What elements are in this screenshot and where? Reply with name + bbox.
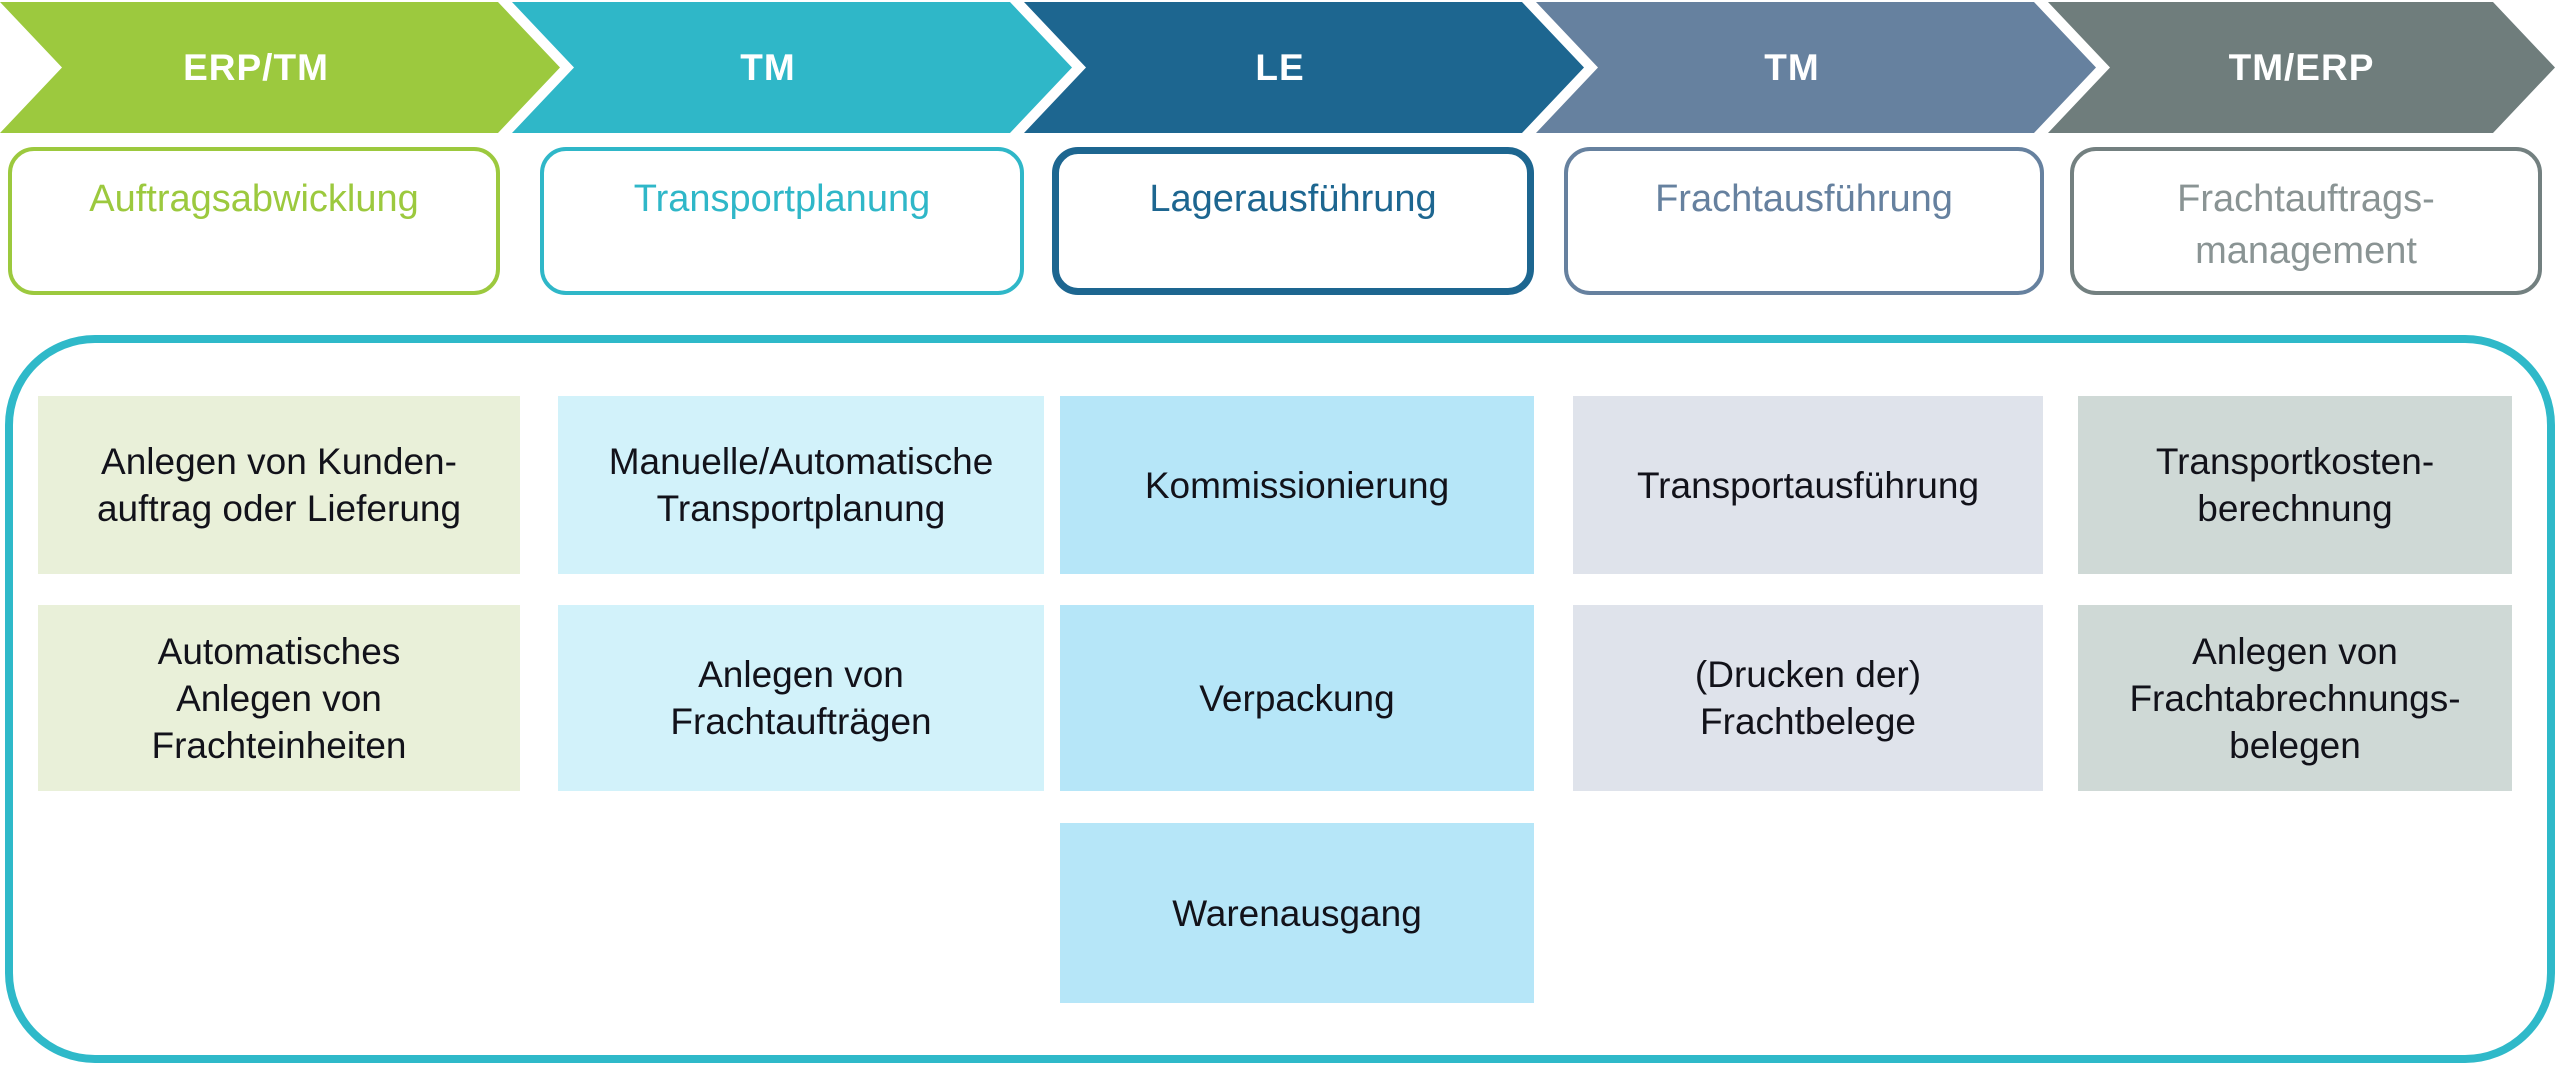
phase-box-auftragsabwicklung: Auftragsabwicklung: [8, 147, 500, 295]
chevron-stage-4-tm: TM: [1536, 2, 2096, 133]
task-box: Transportkosten- berechnung: [2078, 396, 2512, 574]
task-box: (Drucken der) Frachtbelege: [1573, 605, 2043, 791]
phase-box-frachtausfuehrung: Frachtausführung: [1564, 147, 2044, 295]
chevron-label: LE: [1255, 46, 1305, 88]
chevron-stage-1-erp-tm: ERP/TM: [0, 2, 560, 133]
task-box: Automatisches Anlegen von Frachteinheite…: [38, 605, 520, 791]
task-box: Anlegen von Frachtaufträgen: [558, 605, 1044, 791]
chevron-label: TM: [740, 46, 796, 88]
task-panel-border: [5, 335, 2555, 1063]
task-box: Manuelle/Automatische Transportplanung: [558, 396, 1044, 574]
task-box: Anlegen von Kunden- auftrag oder Lieferu…: [38, 396, 520, 574]
phase-box-transportplanung: Transportplanung: [540, 147, 1024, 295]
chevron-stage-3-le: LE: [1024, 2, 1584, 133]
chevron-label: TM: [1764, 46, 1820, 88]
task-box: Transportausführung: [1573, 396, 2043, 574]
chevron-label: ERP/TM: [183, 46, 329, 88]
phase-box-frachtauftragsmanagement: Frachtauftrags- management: [2070, 147, 2542, 295]
chevron-stage-5-tm-erp: TM/ERP: [2048, 2, 2555, 133]
chevron-label: TM/ERP: [2228, 46, 2375, 88]
task-box: Warenausgang: [1060, 823, 1534, 1003]
phase-box-lagerausfuehrung: Lagerausführung: [1052, 147, 1534, 295]
task-box: Verpackung: [1060, 605, 1534, 791]
task-box: Kommissionierung: [1060, 396, 1534, 574]
task-box: Anlegen von Frachtabrechnungs- belegen: [2078, 605, 2512, 791]
chevron-stage-2-tm: TM: [512, 2, 1072, 133]
